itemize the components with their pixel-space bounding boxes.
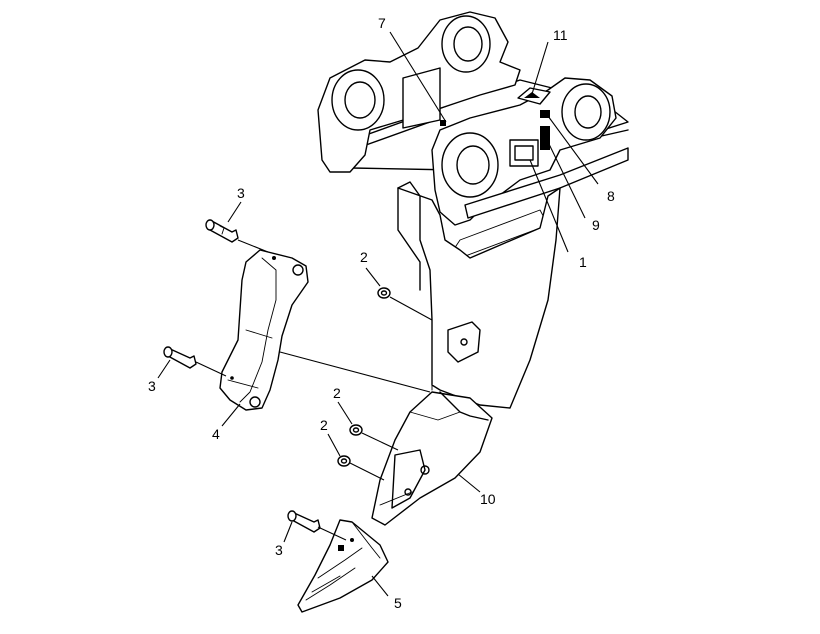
retainer-part-2-middle [349, 424, 363, 436]
callout-3-upper: 3 [237, 185, 245, 201]
callout-3-left: 3 [148, 378, 156, 394]
callout-5: 5 [394, 595, 402, 611]
callout-2-middle: 2 [333, 385, 341, 401]
info-plate-icon [509, 139, 539, 167]
callout-1: 1 [579, 254, 587, 270]
callout-7: 7 [378, 15, 386, 31]
callout-9: 9 [592, 217, 600, 233]
assembly-lines [195, 239, 433, 541]
callout-2-lower: 2 [320, 417, 328, 433]
callout-3-lower: 3 [275, 542, 283, 558]
callout-8: 8 [607, 188, 615, 204]
adapter-part-10 [371, 391, 493, 526]
callout-4: 4 [212, 426, 220, 442]
callout-labels: 7 11 8 9 1 2 2 2 3 3 3 4 10 5 [148, 15, 615, 611]
pin-part-3-upper [205, 219, 239, 243]
guard-part-4 [219, 249, 309, 411]
callout-leaders [157, 31, 599, 597]
callout-10: 10 [480, 491, 496, 507]
callout-2-upper: 2 [360, 249, 368, 265]
retainer-part-2-lower [337, 455, 351, 467]
pin-part-3-lower [287, 510, 321, 533]
decal-icon [540, 126, 550, 150]
ripper-frame [317, 11, 629, 409]
pin-part-3-left [163, 346, 197, 369]
callout-11: 11 [553, 27, 568, 43]
retainer-part-2-upper [377, 287, 391, 299]
tip-part-5 [297, 519, 389, 613]
